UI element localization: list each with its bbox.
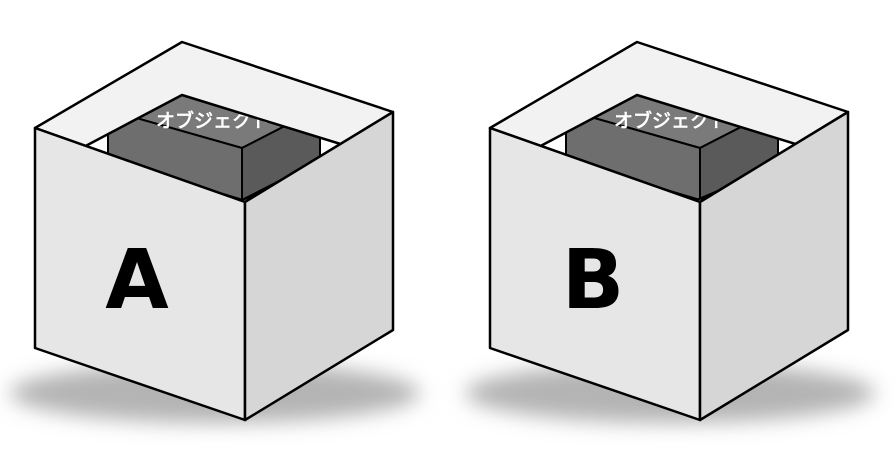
box-b-face-right [698, 110, 850, 422]
box-b-letter: B [562, 233, 625, 328]
box-a-letter: A [105, 233, 169, 328]
box-a: オブジェクト A [10, 40, 420, 423]
box-b: オブジェクト B [465, 40, 875, 423]
box-a-face-right [243, 110, 395, 422]
box-a-object-label: オブジェクト [156, 109, 270, 132]
